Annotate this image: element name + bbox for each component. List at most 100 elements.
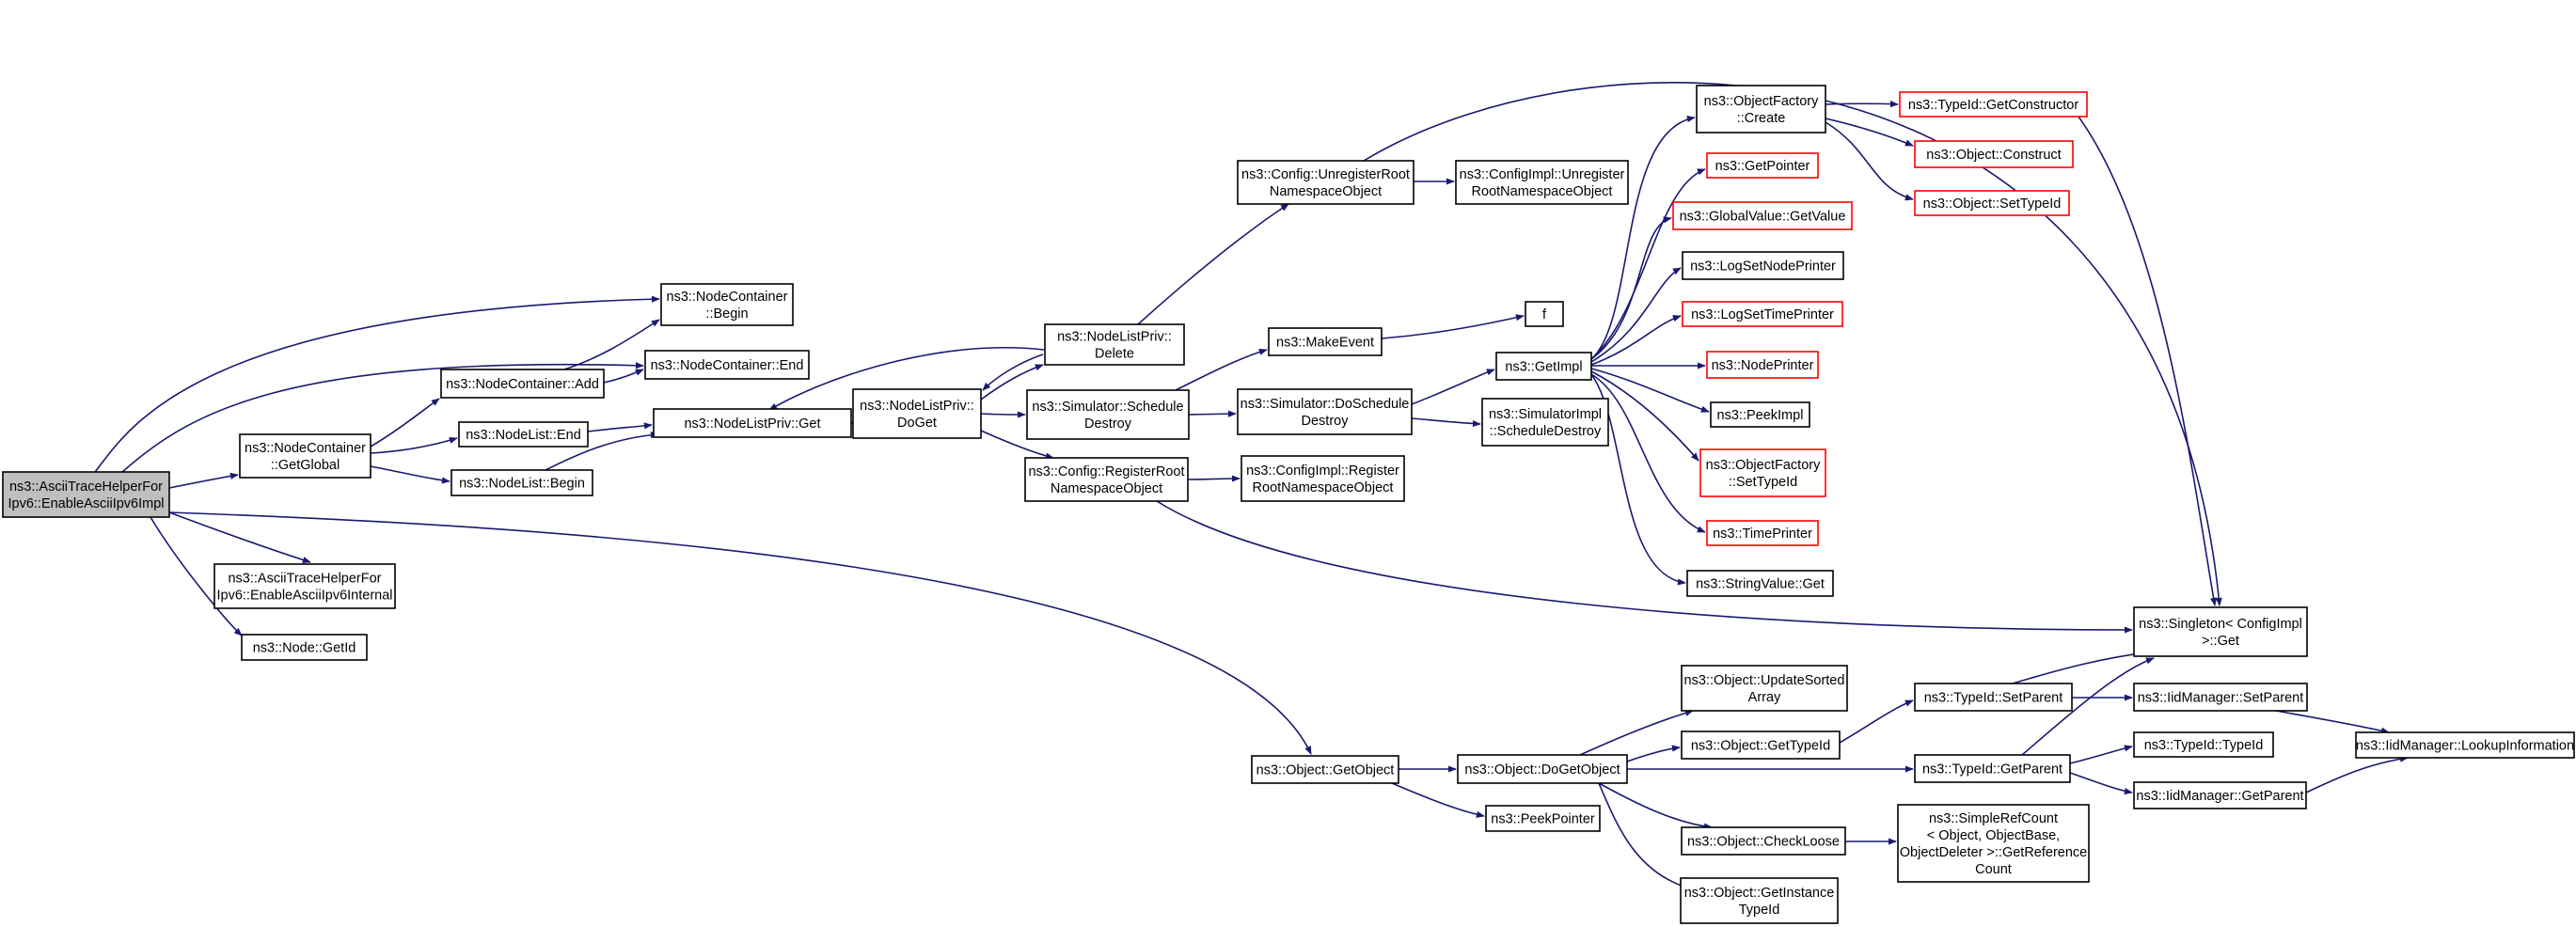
node-peekpointer[interactable]: ns3::PeekPointer xyxy=(1485,805,1601,832)
node-label: ns3::NodeList::Begin xyxy=(459,477,585,492)
node-nlp-delete[interactable]: ns3::NodeListPriv::Delete xyxy=(1044,323,1185,366)
node-iid-getparent[interactable]: ns3::IidManager::GetParent xyxy=(2133,781,2307,809)
node-label: ns3::Object::SetTypeId xyxy=(1923,196,2062,212)
node-obj-gettypeid[interactable]: ns3::Object::GetTypeId xyxy=(1681,731,1841,760)
node-peekimpl[interactable]: ns3::PeekImpl xyxy=(1710,401,1810,428)
node-logsettimeprinter[interactable]: ns3::LogSetTimePrinter xyxy=(1682,301,1843,327)
node-obj-settypeid[interactable]: ns3::Object::SetTypeId xyxy=(1914,190,2070,216)
node-nl-begin[interactable]: ns3::NodeList::Begin xyxy=(450,469,593,496)
node-nc-getglobal[interactable]: ns3::NodeContainer::GetGlobal xyxy=(239,433,371,479)
edge-obj_gettypeid->tid_setparent xyxy=(1839,699,1914,744)
node-node-getid[interactable]: ns3::Node::GetId xyxy=(241,634,368,661)
node-label: f xyxy=(1542,307,1547,322)
node-label: ObjectDeleter >::GetReference xyxy=(1900,845,2087,860)
node-box xyxy=(1044,323,1185,366)
edge-getimpl->logsetnodeprinter xyxy=(1590,267,1682,363)
node-timeprinter[interactable]: ns3::TimePrinter xyxy=(1706,520,1819,546)
node-of-create[interactable]: ns3::ObjectFactory::Create xyxy=(1696,85,1826,134)
edge-of_create->tid_getconstructor xyxy=(1825,101,1899,108)
node-box xyxy=(1237,160,1414,205)
edge-root->nc_begin xyxy=(94,295,660,473)
node-cfgimpl-unreg[interactable]: ns3::ConfigImpl::UnregisterRootNamespace… xyxy=(1455,160,1629,205)
node-box xyxy=(1485,805,1601,832)
node-getpointer[interactable]: ns3::GetPointer xyxy=(1706,152,1819,179)
edge-nc_add->nc_end xyxy=(603,369,644,384)
node-nc-add[interactable]: ns3::NodeContainer::Add xyxy=(440,369,605,399)
node-gv-getvalue[interactable]: ns3::GlobalValue::GetValue xyxy=(1672,201,1853,230)
node-cfgimpl-reg[interactable]: ns3::ConfigImpl::RegisterRootNamespaceOb… xyxy=(1241,455,1405,502)
node-nodeprinter[interactable]: ns3::NodePrinter xyxy=(1706,351,1819,379)
node-box xyxy=(1899,91,2088,118)
node-of-settypeid[interactable]: ns3::ObjectFactory::SetTypeId xyxy=(1699,448,1826,497)
node-box xyxy=(1699,448,1826,497)
node-label: ns3::NodeListPriv::Get xyxy=(684,416,820,432)
node-box xyxy=(2355,731,2575,759)
node-label: ns3::Simulator::DoSchedule xyxy=(1241,397,1410,412)
node-box xyxy=(2133,606,2308,657)
node-srefcount[interactable]: ns3::SimpleRefCount< Object, ObjectBase,… xyxy=(1897,804,2090,883)
node-box xyxy=(1455,160,1629,205)
node-cfg-unreg[interactable]: ns3::Config::UnregisterRootNamespaceObje… xyxy=(1237,160,1414,205)
node-sv-get[interactable]: ns3::StringValue::Get xyxy=(1686,570,1834,597)
node-getimpl[interactable]: ns3::GetImpl xyxy=(1495,352,1592,381)
node-label: ns3::Config::UnregisterRoot xyxy=(1241,167,1410,182)
node-box xyxy=(1914,190,2070,216)
node-box xyxy=(241,634,368,661)
edge-obj_dogetobject->obj_checkloose xyxy=(1598,782,1713,830)
node-label: ns3::TypeId::GetConstructor xyxy=(1908,98,2079,113)
node-atp-internal[interactable]: ns3::AsciiTraceHelperForIpv6::EnableAsci… xyxy=(213,563,396,609)
node-nlp-doget[interactable]: ns3::NodeListPriv::DoGet xyxy=(852,388,982,439)
edge-nc_getglobal->nc_add xyxy=(370,398,440,448)
node-box xyxy=(1481,398,1609,447)
edge-getimpl->timeprinter xyxy=(1590,373,1706,533)
node-box xyxy=(2133,781,2307,809)
node-label: ns3::AsciiTraceHelperFor xyxy=(228,572,381,587)
node-label: ns3::NodeContainer xyxy=(245,441,366,456)
node-label: ::Begin xyxy=(705,306,748,322)
node-label: ns3::GetImpl xyxy=(1505,360,1582,375)
edge-obj_getobject->peekpointer xyxy=(1391,782,1485,818)
node-simimpl-scheddestroy[interactable]: ns3::SimulatorImpl::ScheduleDestroy xyxy=(1481,398,1609,447)
node-tid-getconstructor[interactable]: ns3::TypeId::GetConstructor xyxy=(1899,91,2088,118)
node-box xyxy=(1706,520,1819,546)
node-label: ns3::ConfigImpl::Register xyxy=(1246,464,1399,479)
node-label: Ipv6::EnableAsciiIpv6Internal xyxy=(217,589,393,604)
node-label: Array xyxy=(1748,690,1781,705)
node-label: NamespaceObject xyxy=(1051,481,1162,496)
node-obj-dogetobject[interactable]: ns3::Object::DoGetObject xyxy=(1457,754,1628,784)
node-nc-end[interactable]: ns3::NodeContainer::End xyxy=(644,350,810,380)
node-label: ns3::IidManager::GetParent xyxy=(2136,789,2303,804)
node-sim-scheddestroy[interactable]: ns3::Simulator::ScheduleDestroy xyxy=(1026,389,1190,440)
node-logsetnodeprinter[interactable]: ns3::LogSetNodePrinter xyxy=(1682,251,1844,280)
node-root[interactable]: ns3::AsciiTraceHelperForIpv6::EnableAsci… xyxy=(2,471,170,518)
node-label: ns3::LogSetTimePrinter xyxy=(1691,307,1834,322)
node-label: ns3::NodeContainer xyxy=(667,290,788,305)
node-nc-begin[interactable]: ns3::NodeContainer::Begin xyxy=(660,283,794,326)
node-label: ns3::GlobalValue::GetValue xyxy=(1680,210,1846,225)
node-label: ns3::Object::UpdateSorted xyxy=(1684,673,1845,688)
node-iid-lookup[interactable]: ns3::IidManager::LookupInformation xyxy=(2355,731,2575,759)
node-singleton-get[interactable]: ns3::Singleton< ConfigImpl >::Get xyxy=(2133,606,2308,657)
node-box xyxy=(1237,388,1413,435)
node-obj-getobject[interactable]: ns3::Object::GetObject xyxy=(1251,755,1399,784)
node-box xyxy=(1914,754,2071,783)
edge-nc_getglobal->nl_begin xyxy=(370,465,450,484)
node-makeevent[interactable]: ns3::MakeEvent xyxy=(1268,327,1383,356)
node-tid-getparent[interactable]: ns3::TypeId::GetParent xyxy=(1914,754,2071,783)
node-f[interactable]: f xyxy=(1525,301,1564,327)
node-box xyxy=(1525,301,1564,327)
node-box xyxy=(1681,826,1846,856)
node-iid-setparent[interactable]: ns3::IidManager::SetParent xyxy=(2133,683,2308,712)
node-tid-typeid[interactable]: ns3::TypeId::TypeId xyxy=(2133,731,2274,758)
node-label: ns3::PeekPointer xyxy=(1491,812,1595,827)
node-obj-construct[interactable]: ns3::Object::Construct xyxy=(1914,140,2074,168)
edge-nc_add->nc_begin xyxy=(563,319,660,370)
node-nl-end[interactable]: ns3::NodeList::End xyxy=(458,421,589,448)
node-nlp-get[interactable]: ns3::NodeListPriv::Get xyxy=(653,408,852,438)
node-tid-setparent[interactable]: ns3::TypeId::SetParent xyxy=(1914,683,2073,712)
node-obj-checkloose[interactable]: ns3::Object::CheckLoose xyxy=(1681,826,1846,856)
